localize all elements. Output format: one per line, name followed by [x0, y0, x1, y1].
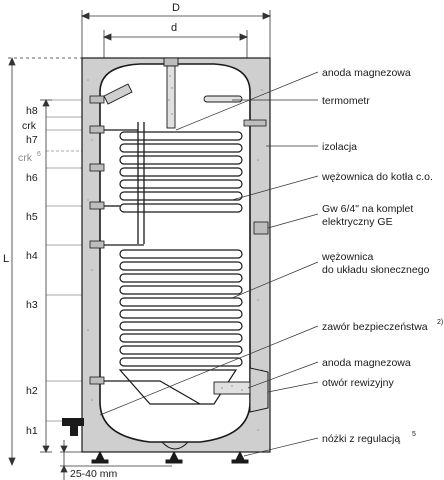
dimension-L-label: L [3, 253, 9, 265]
callout-anode-bottom: anoda magnezowa [322, 357, 411, 369]
label-h2: h2 [26, 385, 38, 397]
callout-safety-valve-sup: 2) [437, 319, 443, 326]
solar-coil [104, 244, 243, 405]
callout-heater-line2: elektryczny GE [322, 216, 393, 228]
label-h1: h1 [26, 425, 38, 437]
callout-thermometer: termometr [322, 95, 370, 107]
label-h3: h3 [26, 299, 38, 311]
label-h6: h6 [26, 172, 38, 184]
inlet-pipe [62, 418, 84, 436]
callout-boiler-coil: wężownica do kotła c.o. [321, 171, 433, 183]
anode-top [163, 57, 179, 129]
thermometer-sleeve [203, 95, 243, 103]
dimension-d-label: d [171, 22, 177, 34]
adjustable-feet [91, 450, 249, 464]
dimension-D-label: D [172, 2, 180, 14]
callout-solar-coil-line2: do układu słonecznego [322, 264, 430, 276]
leg-height-label: 25-40 mm [70, 468, 118, 480]
callout-inspection: otwór rewizyjny [322, 377, 395, 389]
callout-heater-line1: Gw 6/4" na komplet [322, 203, 413, 215]
label-crk6-sup: 6 [37, 151, 41, 158]
hot-water-outlet [103, 83, 133, 105]
heater-port [253, 221, 269, 235]
callout-anode-top: anoda magnezowa [322, 67, 411, 79]
callout-solar-coil-line1: wężownica [321, 251, 374, 263]
inspection-flange [213, 367, 269, 413]
callout-leaders [99, 71, 319, 457]
callout-feet: nóżki z regulacją [322, 433, 400, 445]
callout-insulation: izolacja [322, 141, 357, 153]
label-h7: h7 [26, 134, 38, 146]
label-h4: h4 [26, 250, 38, 262]
thermometer-port [243, 119, 267, 127]
label-h5: h5 [26, 211, 38, 223]
boiler-coil [104, 122, 243, 244]
callout-safety-valve: zawór bezpieczeństwa [322, 321, 428, 333]
callout-feet-sup: 5 [412, 431, 416, 438]
drain-dome [161, 441, 189, 450]
dimension-d [102, 30, 249, 60]
label-h8: h8 [26, 105, 38, 117]
label-crk: crk [22, 120, 37, 132]
label-crk6: crk [18, 152, 33, 164]
dimension-legs [60, 440, 172, 480]
dimension-D [80, 10, 272, 58]
dimension-L [8, 56, 82, 467]
